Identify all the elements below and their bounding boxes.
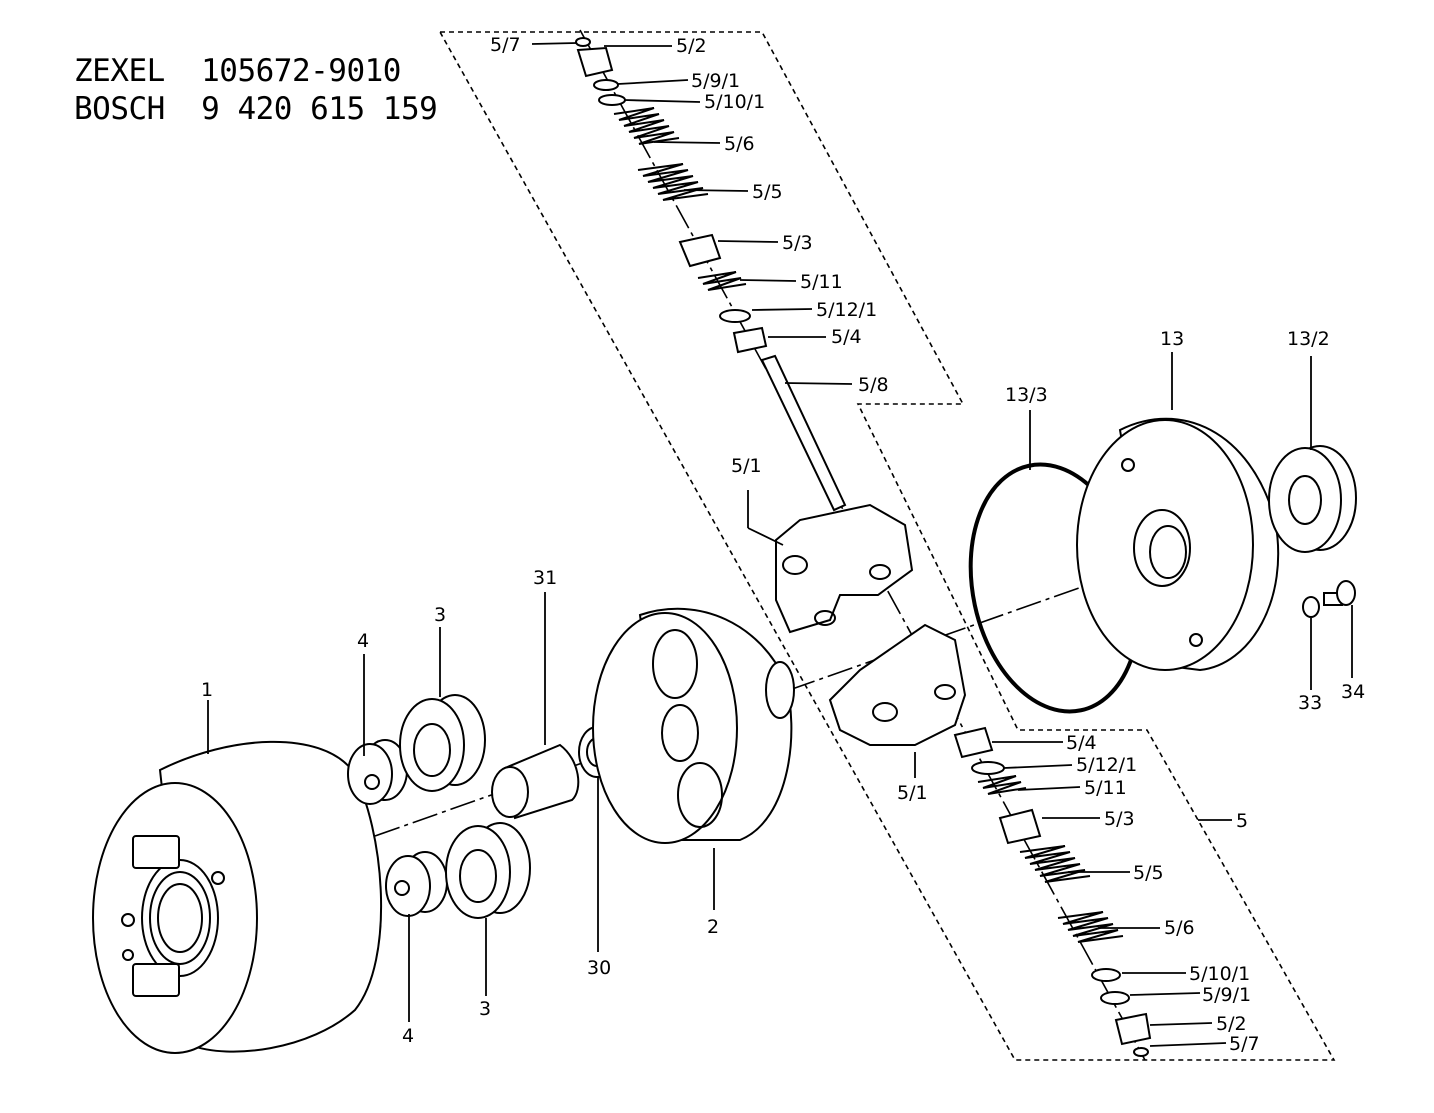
callout-5-2-bottom: 5/2 — [1216, 1013, 1247, 1035]
callout-5-2-top: 5/2 — [676, 35, 707, 57]
callout-5-6-top: 5/6 — [724, 133, 755, 155]
callout-33: 33 — [1298, 692, 1323, 714]
bosch-part-number: BOSCH 9 420 615 159 — [74, 91, 438, 127]
callout-5-12-1-top: 5/12/1 — [816, 299, 878, 321]
washer-part-33 — [1302, 596, 1320, 618]
callout-3-bottom: 3 — [479, 998, 492, 1020]
callout-13: 13 — [1160, 328, 1185, 350]
cam-plate-part — [592, 607, 795, 844]
callout-5-11-bottom: 5/11 — [1084, 777, 1127, 799]
callout-5-12-1-bottom: 5/12/1 — [1076, 754, 1138, 776]
callout-5-1-upper: 5/1 — [731, 455, 762, 477]
callout-5-4-bottom: 5/4 — [1066, 732, 1097, 754]
valve-axis-line — [579, 29, 1146, 1061]
callout-5: 5 — [1236, 810, 1249, 832]
callout-4-bottom: 4 — [402, 1025, 415, 1047]
ring-part-top — [399, 694, 486, 792]
valve-stack-lower — [953, 726, 1152, 1057]
callout-13-3: 13/3 — [1005, 384, 1048, 406]
zexel-part-number: ZEXEL 105672-9010 — [74, 53, 401, 89]
callout-5-9-1-top: 5/9/1 — [691, 70, 741, 92]
callout-5-9-1-bottom: 5/9/1 — [1202, 984, 1252, 1006]
callout-5-4-top: 5/4 — [831, 326, 862, 348]
leader-lines — [207, 42, 1353, 1047]
screw-part-34 — [1323, 580, 1356, 606]
callout-5-10-1-bottom: 5/10/1 — [1189, 963, 1251, 985]
callout-2: 2 — [707, 916, 720, 938]
sleeve-part — [491, 743, 580, 820]
callout-5-8: 5/8 — [858, 374, 889, 396]
valve-stack-upper — [575, 37, 847, 512]
plug-part-top — [347, 739, 408, 805]
upper-subassembly-boundary — [439, 31, 1336, 1061]
callout-4-top: 4 — [357, 630, 370, 652]
callout-5-11-top: 5/11 — [800, 271, 843, 293]
housing-part — [92, 740, 383, 1054]
callout-3-top: 3 — [434, 604, 447, 626]
ring-part-bottom — [445, 822, 531, 919]
callout-5-3-top: 5/3 — [782, 232, 813, 254]
valve-block-upper — [775, 503, 914, 634]
callout-5-10-1-top: 5/10/1 — [704, 91, 766, 113]
callout-30: 30 — [587, 957, 612, 979]
callout-5-5-top: 5/5 — [752, 181, 783, 203]
callout-34: 34 — [1341, 681, 1366, 703]
callout-5-7-top: 5/7 — [490, 34, 521, 56]
plug-part-bottom — [385, 851, 448, 917]
callout-5-1-lower: 5/1 — [897, 782, 928, 804]
bearing-part — [1268, 445, 1357, 553]
callout-5-6-bottom: 5/6 — [1164, 917, 1195, 939]
callout-1: 1 — [201, 679, 214, 701]
valve-block-lower — [828, 623, 967, 746]
callout-5-5-bottom: 5/5 — [1133, 862, 1164, 884]
callout-31: 31 — [533, 567, 558, 589]
callout-5-3-bottom: 5/3 — [1104, 808, 1135, 830]
callout-5-7-bottom: 5/7 — [1229, 1033, 1260, 1055]
callout-13-2: 13/2 — [1287, 328, 1330, 350]
cover-part — [1076, 417, 1280, 672]
